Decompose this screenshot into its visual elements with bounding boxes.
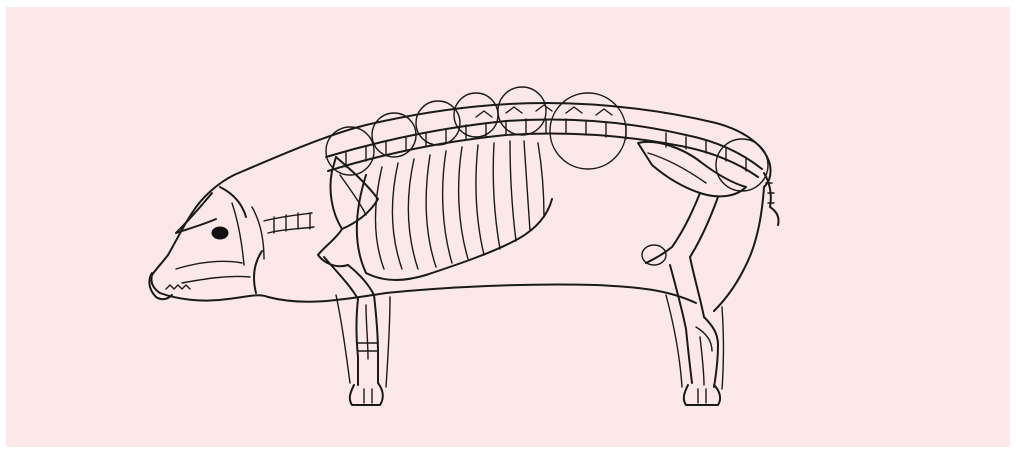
foreleg <box>324 257 383 405</box>
pig-skeleton-illustration <box>6 7 1010 447</box>
spine <box>326 105 762 177</box>
figure-panel <box>6 7 1010 447</box>
leg-outlines <box>336 295 724 389</box>
neck-vertebrae <box>264 213 314 233</box>
pig-body-outline <box>234 103 771 311</box>
rib-cage <box>357 141 552 280</box>
eye-socket <box>212 227 228 239</box>
pig-head <box>149 175 268 301</box>
tail <box>764 173 779 225</box>
scapula <box>318 157 378 266</box>
